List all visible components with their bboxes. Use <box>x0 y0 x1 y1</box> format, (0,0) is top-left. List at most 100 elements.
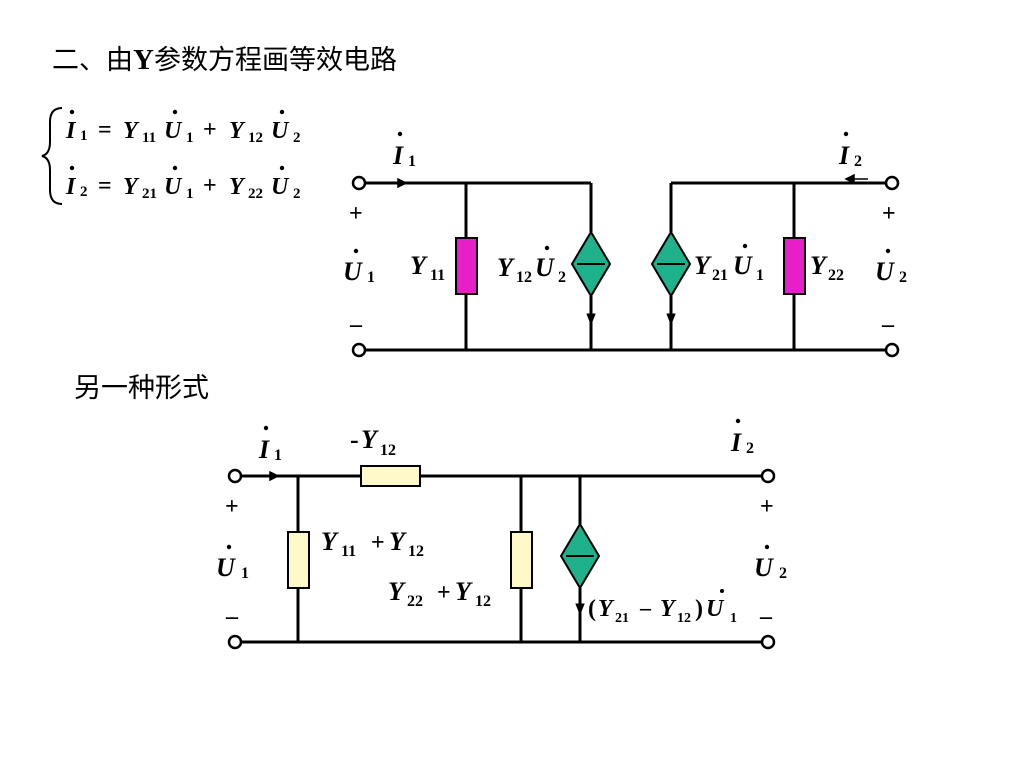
eq2-term2-variable: U <box>271 174 290 200</box>
svg-text:Y: Y <box>389 527 407 556</box>
svg-text:): ) <box>695 596 703 622</box>
svg-text:–: – <box>639 595 652 620</box>
circuit2-shunt1-label: Y 11 + Y 12 <box>321 527 424 560</box>
circuit-1 <box>351 173 900 358</box>
circuit1-voltage-2-label: U <box>875 257 895 286</box>
eq2-term1-symbol: Y <box>123 174 140 200</box>
svg-text:Y: Y <box>455 577 473 606</box>
svg-text:+: + <box>371 530 385 556</box>
circuit1-port1-plus: + <box>349 201 363 227</box>
eq2-lhs-symbol: I <box>65 174 77 200</box>
equation-2: I 2 = Y 21 U 1 + Y 22 U 2 <box>65 165 301 202</box>
circuit1-source2-variable-subscript: 1 <box>756 267 764 284</box>
svg-text:12: 12 <box>408 543 424 560</box>
circuit2-series-admittance <box>360 465 421 487</box>
circuit1-port2-bottom-terminal <box>884 342 900 358</box>
circuit1-dependent-source-2 <box>650 230 692 326</box>
heading-suffix: 参数方程画等效电路 <box>153 45 397 76</box>
heading-latin: Y <box>133 44 154 76</box>
circuit2-port1-plus: + <box>225 494 239 520</box>
circuit1-source1-subscript: 12 <box>516 269 532 286</box>
circuit1-y11-admittance <box>455 237 478 295</box>
circuit1-y11-subscript: 11 <box>430 267 445 284</box>
circuit2-series-label: Y <box>361 425 379 454</box>
circuit1-current-2-label: I <box>838 141 850 170</box>
circuit2-source-label: ( Y 21 – Y 12 ) U 1 <box>588 589 737 626</box>
circuit1-current-arrow-2 <box>844 173 868 185</box>
circuit2-shunt-admittance-2 <box>510 531 533 589</box>
eq1-term2-variable: U <box>271 118 290 144</box>
eq1-term1-subscript: 11 <box>142 130 156 146</box>
circuit1-source2-label: Y <box>694 251 712 280</box>
eq2-term2-variable-subscript: 2 <box>293 186 301 202</box>
circuit-2 <box>227 465 776 650</box>
circuit2-series-subscript: 12 <box>380 442 396 459</box>
circuit1-voltage-2-subscript: 2 <box>899 269 907 286</box>
svg-text:+: + <box>437 580 451 606</box>
svg-text:Y: Y <box>388 577 406 606</box>
eq2-lhs-subscript: 2 <box>80 184 88 200</box>
eq2-plus: + <box>203 173 217 199</box>
circuit2-current-2-subscript: 2 <box>746 440 754 457</box>
svg-text:11: 11 <box>341 543 356 560</box>
circuit1-current-2-subscript: 2 <box>854 153 862 170</box>
equation-1: I 1 = Y 11 U 1 + Y 12 U 2 <box>65 109 301 146</box>
eq2-term2-symbol: Y <box>229 174 246 200</box>
svg-text:Y: Y <box>660 596 677 622</box>
circuit2-labels: I 1 I 2 - Y 12 + U 1 – + U 2 – Y 11 + Y … <box>216 418 787 630</box>
slide-heading: 二、由Y参数方程画等效电路 <box>52 38 397 77</box>
circuit2-shunt-admittance-1 <box>287 531 310 589</box>
circuit2-current-2-label: I <box>730 428 742 457</box>
circuit1-labels: I 1 I 2 + U 1 – + U 2 – Y 11 Y 12 U 2 Y … <box>343 131 907 338</box>
circuit1-source2-variable: U <box>733 251 753 280</box>
eq1-term2-subscript: 12 <box>248 130 263 146</box>
heading-prefix: 二、由 <box>52 45 133 76</box>
circuit1-y11-label: Y <box>410 251 428 280</box>
eq2-term1-subscript: 21 <box>142 186 157 202</box>
circuit2-port2-plus: + <box>760 494 774 520</box>
circuit1-current-1-subscript: 1 <box>408 153 416 170</box>
circuit2-port1-bottom-terminal <box>227 634 243 650</box>
circuit1-port2-plus: + <box>882 201 896 227</box>
eq2-term1-variable: U <box>164 174 183 200</box>
eq1-term2-variable-subscript: 2 <box>293 130 301 146</box>
circuit2-voltage-1-subscript: 1 <box>241 565 249 582</box>
circuit1-source1-variable: U <box>535 253 555 282</box>
circuit1-port2-minus: – <box>881 312 895 338</box>
circuit2-voltage-2-label: U <box>754 553 774 582</box>
circuit1-port1-minus: – <box>349 312 363 338</box>
eq2-term1-variable-subscript: 1 <box>186 186 194 202</box>
eq1-plus: + <box>203 117 217 143</box>
eq1-term1-symbol: Y <box>123 118 140 144</box>
circuit2-port2-top-terminal <box>760 468 776 484</box>
circuit1-y22-label: Y <box>810 251 828 280</box>
circuit1-voltage-1-label: U <box>343 257 363 286</box>
circuit1-current-1-label: I <box>392 141 404 170</box>
svg-text:U: U <box>706 596 725 622</box>
circuit2-series-label-negative: - <box>350 425 359 454</box>
circuit1-source2-subscript: 21 <box>712 267 728 284</box>
svg-text:Y: Y <box>321 527 339 556</box>
svg-text:Y: Y <box>598 596 615 622</box>
eq1-lhs-subscript: 1 <box>80 128 88 144</box>
svg-text:12: 12 <box>475 593 491 610</box>
circuit2-port1-top-terminal <box>227 468 243 484</box>
circuit1-port1-bottom-terminal <box>351 342 367 358</box>
circuit1-y22-subscript: 22 <box>828 267 844 284</box>
circuit2-shunt2-label: Y 22 + Y 12 <box>388 577 491 610</box>
circuit1-wires <box>365 181 886 352</box>
eq1-term1-variable: U <box>164 118 183 144</box>
circuit2-dependent-source <box>559 522 601 616</box>
circuit2-port2-minus: – <box>759 604 773 630</box>
circuit1-voltage-1-subscript: 1 <box>367 269 375 286</box>
circuit2-current-1-subscript: 1 <box>274 447 282 464</box>
circuit2-voltage-1-label: U <box>216 553 236 582</box>
equation-brace <box>41 107 63 205</box>
circuit2-current-arrow-1 <box>256 470 280 482</box>
circuit1-source1-label: Y <box>497 253 515 282</box>
circuit1-y22-admittance <box>783 237 806 295</box>
svg-text:(: ( <box>588 596 596 622</box>
circuit1-current-arrow-1 <box>382 177 408 189</box>
